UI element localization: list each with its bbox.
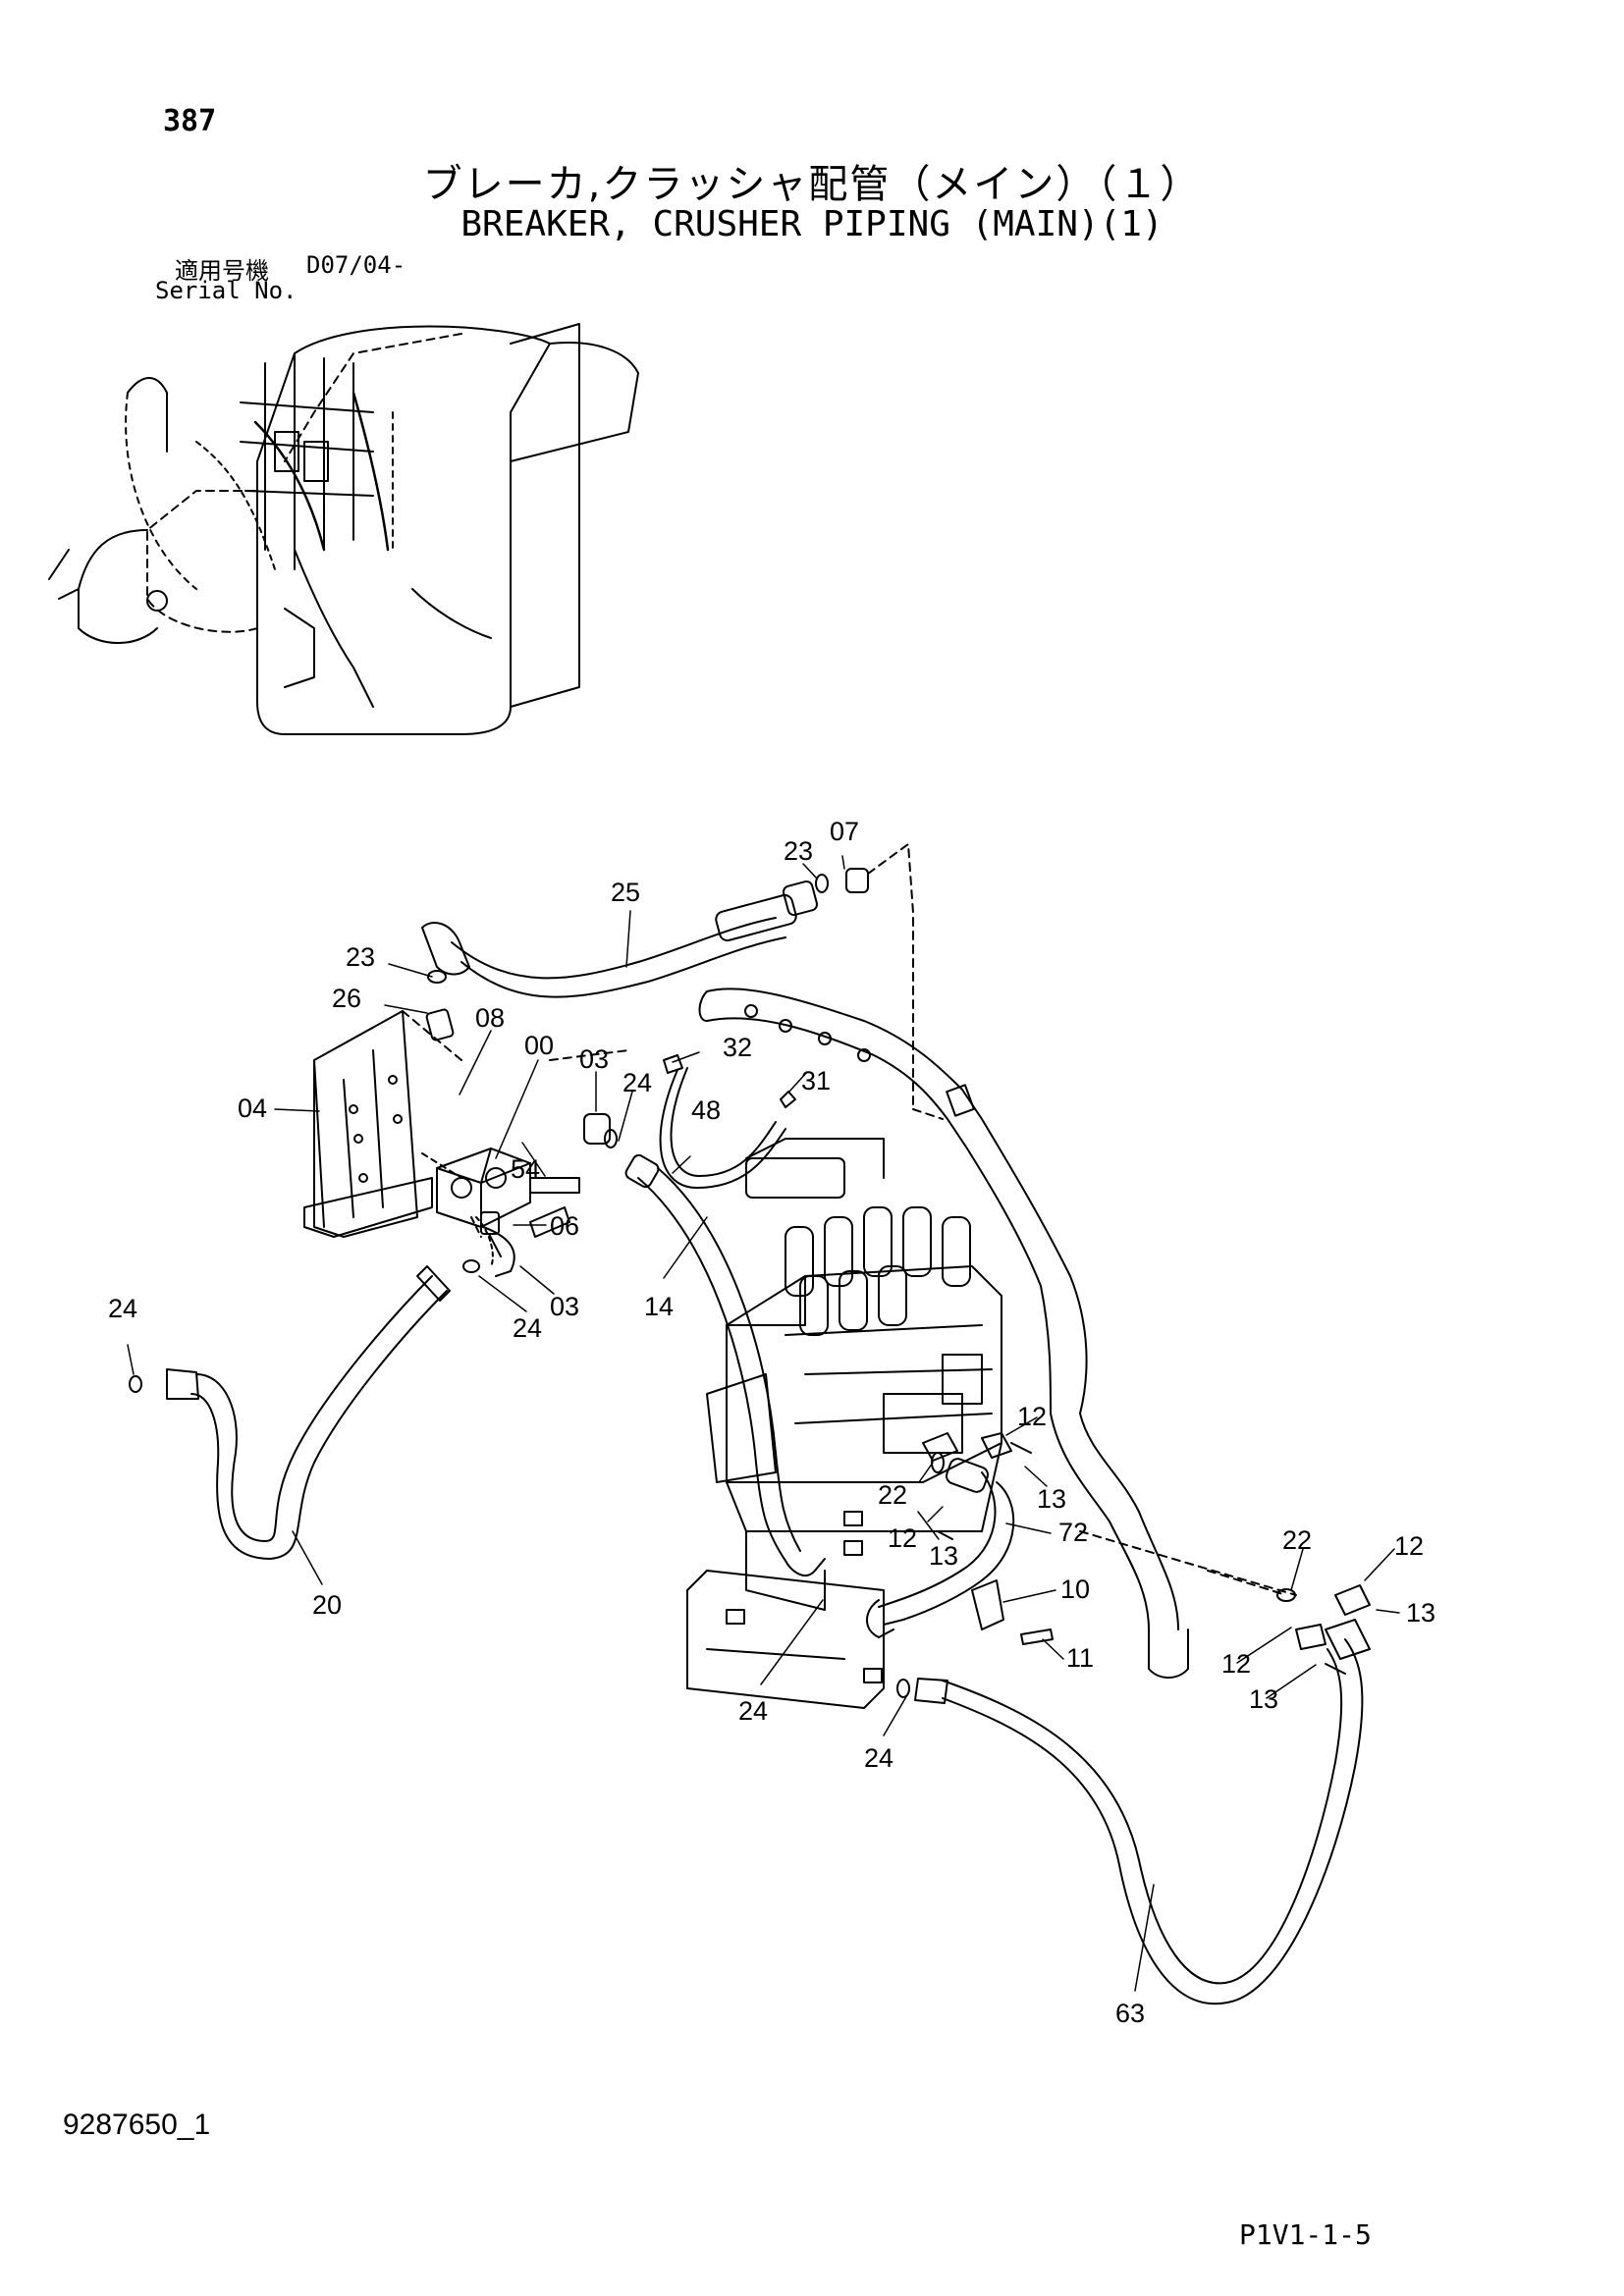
part-label: 22 [1282,1525,1312,1555]
part-label: 13 [1406,1598,1435,1628]
part-label: 12 [1017,1402,1047,1431]
leader-lines [127,855,1400,1992]
guide-pipe-frame [698,988,1189,1679]
machine-overview-illustration [48,323,639,735]
page-number: 387 [163,104,217,138]
part-label: 08 [475,1003,505,1033]
part-label: 12 [1221,1649,1251,1679]
part-label: 24 [864,1743,893,1773]
part-label: 54 [511,1154,540,1184]
part-label: 26 [332,984,361,1013]
part-label: 32 [723,1033,752,1062]
part-label: 24 [623,1068,652,1097]
part-label: 07 [830,817,859,846]
page-reference: P1V1-1-5 [1239,2218,1372,2251]
part-label: 23 [784,836,813,866]
hose-72 [866,1432,1032,1638]
part-label: 03 [550,1292,579,1321]
part-label: 63 [1115,1999,1145,2028]
serial-label-japanese: 適用号機 [175,257,269,285]
part-label: 23 [346,942,375,972]
mounting-bracket [303,1010,462,1238]
serial-code: D07/04- [306,251,406,279]
fittings [425,843,914,1277]
part-label: 06 [550,1211,579,1241]
clamp-10 [971,1579,1054,1645]
part-label: 11 [1066,1643,1094,1673]
document-id: 9287650_1 [63,2109,211,2141]
selector-valve [421,1148,580,1238]
hose-14 [624,1153,826,1576]
part-label: 72 [1058,1518,1088,1547]
hose-20 [129,1265,451,1560]
part-label: 24 [738,1696,768,1726]
reference-lines [549,1049,1297,1596]
page-title-japanese: ブレーカ,クラッシャ配管（メイン）（１） [422,162,1202,207]
part-label: 03 [579,1044,609,1074]
part-label: 12 [888,1523,917,1553]
hose-63 [896,1584,1371,2005]
part-label: 25 [611,878,640,907]
part-label: 00 [524,1031,554,1060]
hose-48 [659,1067,786,1189]
part-label: 10 [1060,1575,1090,1604]
part-label: 24 [513,1313,542,1343]
part-label: 04 [238,1094,267,1123]
control-valve-assembly [686,1138,1002,1709]
part-label: 13 [1249,1684,1278,1714]
part-number-labels: 07 23 25 23 26 08 00 03 32 31 24 48 04 5… [108,817,1435,2028]
part-label: 13 [929,1541,958,1571]
part-label: 31 [801,1066,831,1095]
part-label: 12 [1394,1531,1424,1561]
part-label: 14 [644,1292,674,1321]
page-title-english: BREAKER, CRUSHER PIPING (MAIN)(1) [460,204,1164,244]
part-label: 22 [878,1480,907,1510]
part-label: 48 [691,1095,721,1125]
part-label: 24 [108,1294,137,1323]
serial-label-english: Serial No. [155,277,298,304]
hose-25 [421,880,819,998]
part-label: 20 [312,1590,342,1620]
part-label: 13 [1037,1484,1066,1514]
